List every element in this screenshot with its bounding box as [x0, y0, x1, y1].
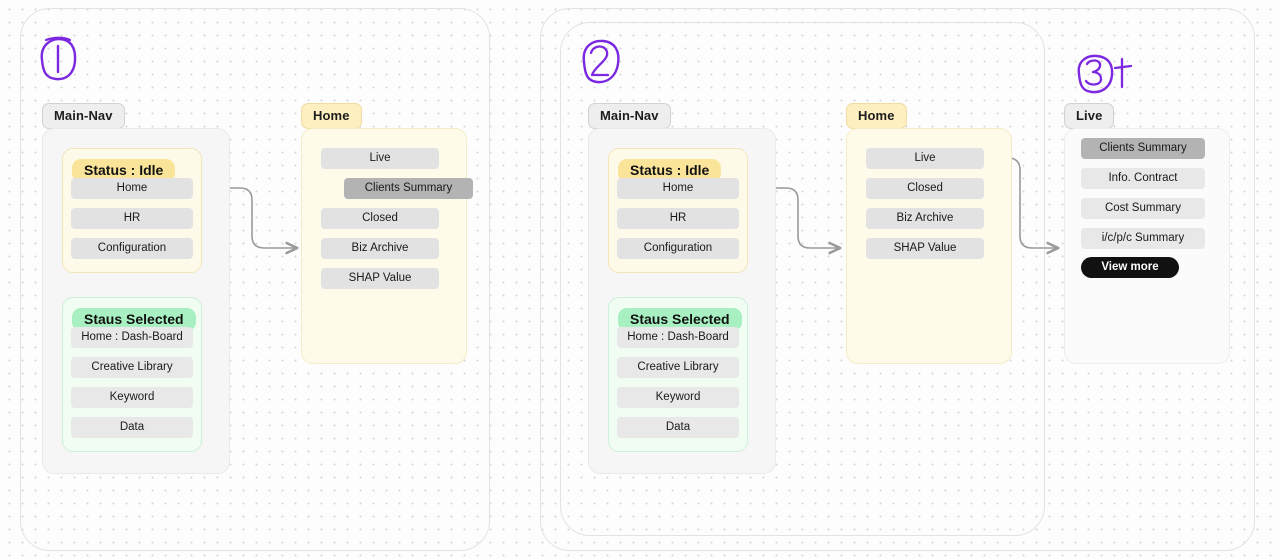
status-idle-badge-1: Status : Idle [72, 159, 176, 182]
live-item-cost-summary[interactable]: Cost Summary [1081, 198, 1205, 219]
panel-label-main-nav-1: Main-Nav [42, 103, 125, 129]
home-item-clients-summary-1[interactable]: Clients Summary [344, 178, 473, 199]
selected-item-creative-library-1[interactable]: Creative Library [71, 357, 193, 378]
home-item-biz-archive-2[interactable]: Biz Archive [866, 208, 984, 229]
selected-item-creative-library-2[interactable]: Creative Library [617, 357, 739, 378]
panel-label-live-3: Live [1064, 103, 1115, 129]
status-selected-badge-1: Staus Selected [72, 308, 196, 331]
nav-item-configuration-1[interactable]: Configuration [71, 238, 193, 259]
home-item-live-1[interactable]: Live [321, 148, 439, 169]
group-frame-2-3 [540, 8, 1255, 551]
home-item-live-2[interactable]: Live [866, 148, 984, 169]
live-item-icpc-summary[interactable]: i/c/p/c Summary [1081, 228, 1205, 249]
home-item-shap-value-2[interactable]: SHAP Value [866, 238, 984, 259]
nav-item-hr-1[interactable]: HR [71, 208, 193, 229]
view-more-button[interactable]: View more [1081, 257, 1179, 278]
live-item-info-contract[interactable]: Info. Contract [1081, 168, 1205, 189]
panel-label-main-nav-2: Main-Nav [588, 103, 671, 129]
panel-label-home-2: Home [846, 103, 907, 129]
selected-item-home-dashboard-1[interactable]: Home : Dash-Board [71, 327, 193, 348]
home-item-biz-archive-1[interactable]: Biz Archive [321, 238, 439, 259]
status-selected-badge-2: Staus Selected [618, 308, 742, 331]
nav-item-hr-2[interactable]: HR [617, 208, 739, 229]
selected-item-data-2[interactable]: Data [617, 417, 739, 438]
group-frame-2 [560, 22, 1045, 536]
live-item-clients-summary[interactable]: Clients Summary [1081, 138, 1205, 159]
nav-item-home-1[interactable]: Home [71, 178, 193, 199]
selected-item-keyword-1[interactable]: Keyword [71, 387, 193, 408]
group-frame-1 [20, 8, 490, 551]
home-item-closed-2[interactable]: Closed [866, 178, 984, 199]
panel-label-home-1: Home [301, 103, 362, 129]
selected-item-home-dashboard-2[interactable]: Home : Dash-Board [617, 327, 739, 348]
home-item-shap-value-1[interactable]: SHAP Value [321, 268, 439, 289]
selected-item-data-1[interactable]: Data [71, 417, 193, 438]
nav-item-configuration-2[interactable]: Configuration [617, 238, 739, 259]
home-item-closed-1[interactable]: Closed [321, 208, 439, 229]
selected-item-keyword-2[interactable]: Keyword [617, 387, 739, 408]
status-idle-badge-2: Status : Idle [618, 159, 722, 182]
nav-item-home-2[interactable]: Home [617, 178, 739, 199]
